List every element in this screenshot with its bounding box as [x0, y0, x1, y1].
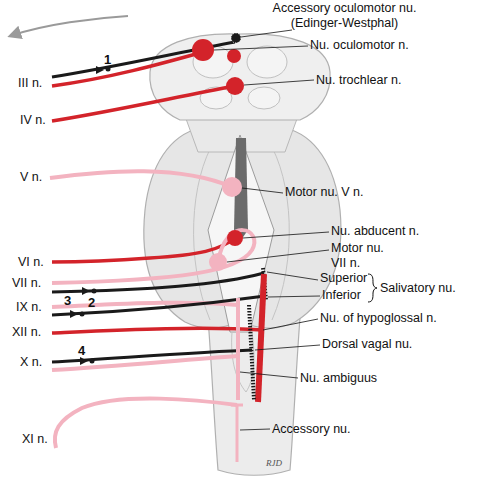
artist-signature: RJD — [266, 456, 282, 471]
orientation-arrow — [10, 16, 128, 36]
part-label: Nu. trochlear n. — [316, 73, 401, 88]
callout-number: 4 — [78, 343, 85, 358]
callout-number: 2 — [88, 295, 95, 310]
nerve-fiber — [52, 238, 235, 262]
part-label: Salivatory nu. — [380, 281, 456, 296]
nerve-label: VI n. — [18, 255, 44, 270]
leader-line — [240, 429, 270, 430]
part-label: Nu. of hypoglossal n. — [320, 311, 437, 326]
nucleus — [192, 39, 214, 61]
nerve-fiber — [52, 230, 254, 283]
synapse-marker — [70, 310, 78, 318]
nucleus — [226, 77, 244, 95]
nucleus — [249, 305, 254, 400]
inferior-colliculus — [248, 87, 280, 109]
leader-line — [243, 232, 329, 238]
nerve-fiber — [50, 171, 232, 187]
nucleus — [222, 177, 242, 197]
synapse-marker — [106, 67, 111, 72]
bracket — [368, 274, 377, 302]
nucleus — [209, 253, 227, 271]
nerve-label: XII n. — [12, 325, 41, 340]
nucleus — [231, 33, 241, 43]
part-label: Motor nu. V n. — [285, 185, 364, 200]
leader-line — [255, 345, 320, 350]
leader-line — [242, 188, 283, 193]
nerve-label: IX n. — [16, 300, 42, 315]
part-label: Inferior — [322, 288, 361, 303]
leader-line — [267, 272, 318, 280]
nerve-label: VII n. — [12, 276, 41, 291]
leader-lines — [214, 30, 329, 430]
nerve-fiber — [52, 328, 262, 333]
nerve-fiber — [52, 356, 238, 370]
leader-line — [240, 372, 298, 378]
synapse-marker — [90, 359, 95, 364]
nerve-fiber — [52, 296, 265, 315]
part-label: Dorsal vagal nu. — [322, 337, 412, 352]
nerve-label: XI n. — [22, 432, 48, 447]
part-label: Motor nu. VII n. — [331, 241, 393, 271]
leader-line — [227, 250, 329, 262]
nucleus — [258, 274, 264, 402]
medulla-outline — [208, 318, 300, 475]
leader-line — [214, 46, 308, 50]
part-label: Accessory nu. — [272, 422, 351, 437]
part-label: Nu. ambiguus — [300, 371, 377, 386]
synapse-marker — [96, 66, 104, 74]
synapse-marker — [82, 287, 90, 295]
nucleus — [227, 49, 241, 63]
nerve-fiber — [55, 399, 237, 448]
nucleus — [227, 230, 243, 246]
nerve-label: III n. — [18, 76, 42, 91]
part-label: Nu. abducent n. — [331, 224, 419, 239]
part-label: Nu. oculomotor n. — [310, 38, 409, 53]
nerve-label: V n. — [20, 170, 42, 185]
callout-number: 1 — [104, 52, 111, 67]
leader-line — [263, 319, 318, 330]
midbrain-outline — [150, 34, 330, 120]
leader-line — [268, 296, 320, 297]
nucleus — [231, 405, 243, 462]
nerve-label: X n. — [20, 355, 42, 370]
leader-line — [241, 30, 292, 37]
synapse-marker — [92, 289, 97, 294]
part-label: Accessory oculomotor nu. (Edinger-Westph… — [262, 1, 427, 31]
callout-number: 3 — [64, 293, 71, 308]
nucleus — [236, 298, 240, 400]
part-label: Superior — [320, 271, 367, 286]
synapse-marker — [80, 357, 88, 365]
nerve-label: IV n. — [20, 113, 46, 128]
nerve-fiber — [52, 52, 203, 86]
leader-line — [244, 80, 314, 85]
synapse-marker — [80, 312, 85, 317]
superior-colliculus — [247, 46, 287, 78]
nerve-fiber — [52, 86, 235, 121]
